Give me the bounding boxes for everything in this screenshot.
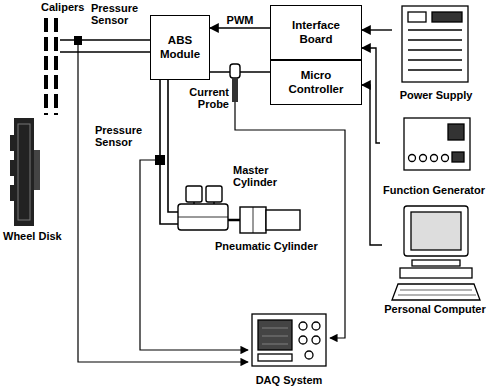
node-text: Function Generator (382, 184, 486, 196)
power-supply-icon (408, 69, 462, 70)
daq-wires (78, 45, 248, 362)
node-text: Micro Controller (275, 69, 357, 95)
master-cylinder (178, 217, 228, 218)
signal-label: PWM (225, 14, 256, 26)
module-box: ABS Module (150, 15, 210, 80)
daq-icon (262, 328, 288, 329)
wheel-disk (10, 185, 14, 201)
signal-arrow (210, 27, 270, 28)
function-generator-icon (404, 118, 470, 170)
personal-computer-icon (400, 290, 472, 291)
function-generator-icon (404, 118, 470, 170)
part-label: Pressure Sensor (90, 2, 148, 26)
daq-icon (252, 314, 326, 366)
signal-arrow (362, 85, 382, 245)
calipers (44, 18, 48, 115)
wheel-disk (10, 135, 14, 151)
personal-computer-icon (400, 268, 472, 278)
function-generator-icon (409, 155, 416, 162)
node-text: DAQ System (255, 374, 324, 386)
function-generator-icon (431, 155, 438, 162)
master-cylinder (186, 186, 202, 202)
part-label: Pneumatic Cylinder (214, 240, 319, 252)
power-supply-icon (402, 6, 468, 82)
node-text: Personal Computer (383, 303, 486, 315)
power-supply-icon (408, 29, 462, 30)
node-text: Power Supply (399, 89, 474, 101)
daq-icon (252, 314, 326, 366)
master-cylinder (206, 186, 222, 202)
power-supply-icon (402, 6, 468, 82)
signal-arrow (362, 48, 380, 143)
master-cylinder (178, 204, 228, 230)
power-supply-icon (432, 12, 462, 22)
function-generator-icon (448, 124, 464, 140)
daq-icon (299, 336, 307, 344)
calipers (46, 18, 56, 115)
power-supply-icon (408, 39, 462, 40)
personal-computer-icon (412, 260, 460, 266)
daq-icon (258, 354, 292, 361)
part-label: Pressure Sensor (94, 124, 152, 148)
personal-computer-icon (404, 206, 468, 256)
wheel-disk (10, 160, 14, 176)
power-supply-icon (408, 12, 426, 22)
wheel-disk (10, 118, 40, 226)
board-box: Interface Board (270, 5, 362, 60)
wheel-disk (34, 150, 40, 190)
node-text: Interface Board (275, 19, 357, 45)
pressure-sensor (74, 36, 82, 45)
daq-icon (262, 344, 288, 345)
signal-arrow (362, 29, 392, 30)
pneumatic-cylinder (253, 207, 254, 233)
master-cylinder (213, 202, 214, 204)
daq-icon (262, 336, 288, 337)
pneumatic-cylinder (266, 210, 300, 230)
personal-computer-icon (398, 295, 476, 296)
instrument-node: Power Supply (392, 4, 480, 101)
daq-wires (140, 160, 248, 350)
daq-icon (312, 322, 320, 330)
node-text: ABS Module (155, 34, 205, 60)
daq-icon (299, 322, 307, 330)
current-probe (230, 64, 240, 78)
personal-computer-icon (392, 284, 480, 300)
part-label: Current Probe (176, 86, 230, 110)
function-generator-icon (420, 155, 427, 162)
part-label: Master Cylinder (232, 164, 294, 188)
wheel-disk (18, 124, 30, 220)
calipers (54, 18, 58, 115)
part-label: Wheel Disk (2, 230, 63, 242)
brake-lines (60, 51, 150, 53)
power-supply-icon (408, 49, 462, 50)
controller-box: Micro Controller (270, 60, 362, 105)
master-cylinder (178, 186, 228, 230)
pneumatic-cylinder (228, 219, 240, 222)
pressure-sensor (155, 155, 165, 165)
daq-icon (312, 336, 320, 344)
current-probe (232, 78, 238, 102)
instrument-node: Function Generator (380, 112, 488, 196)
personal-computer-icon (392, 206, 480, 300)
function-generator-icon (452, 152, 464, 162)
personal-computer-icon (411, 212, 461, 250)
brake-lines (60, 39, 150, 41)
master-cylinder (193, 202, 194, 204)
daq-icon (258, 320, 292, 350)
instrument-node: DAQ System (244, 312, 334, 386)
computer-node: Personal Computer (382, 204, 488, 315)
power-supply-icon (408, 59, 462, 60)
pneumatic-cylinder (240, 207, 266, 233)
daq-wires (235, 102, 345, 338)
wheel-disk (14, 118, 34, 226)
daq-icon (305, 351, 313, 359)
pneumatic-cylinder (228, 207, 300, 233)
part-label: Calipers (40, 1, 85, 13)
function-generator-icon (442, 155, 449, 162)
